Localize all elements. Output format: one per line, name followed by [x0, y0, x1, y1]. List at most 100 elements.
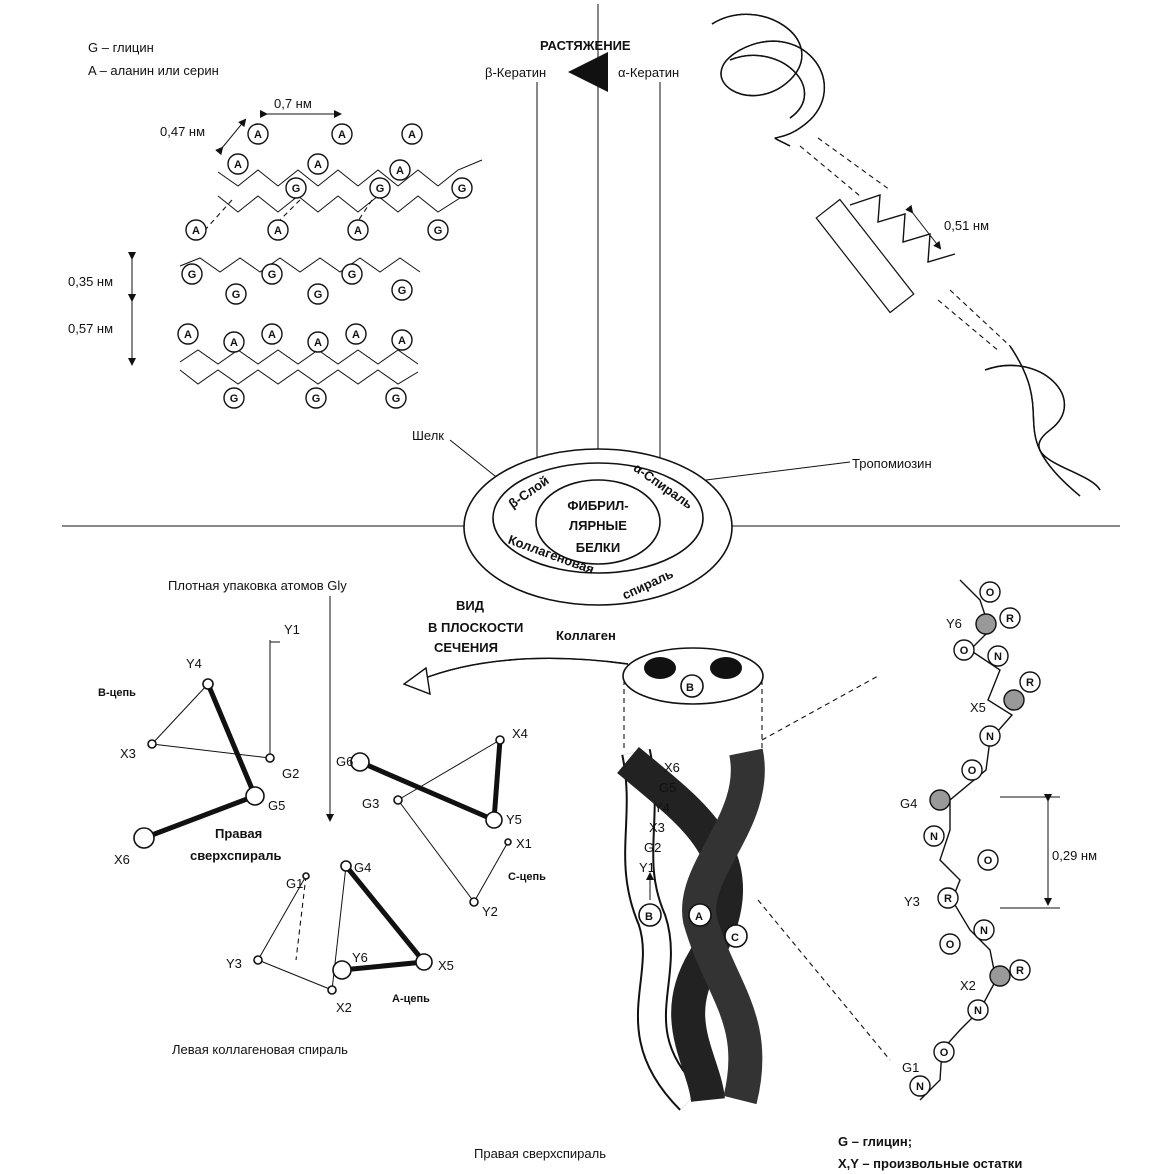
node-y1-label: Y1	[284, 622, 300, 637]
chain-atom-text: R	[1006, 613, 1014, 625]
section-line3: СЕЧЕНИЯ	[434, 640, 498, 655]
silk-residue-g-text: G	[458, 183, 467, 195]
silk-residue-a-text: A	[338, 129, 346, 141]
chain-atom	[1019, 671, 1041, 693]
node-y4-label: Y4	[186, 656, 202, 671]
node-x2-label: X2	[336, 1000, 352, 1015]
packing-label: Плотная упаковка атомов Gly	[168, 578, 347, 593]
silk-residue-g-text: G	[292, 183, 301, 195]
silk-residue-g-text: G	[348, 269, 357, 281]
dim-035-label: 0,35 нм	[68, 274, 113, 289]
silk-residue-a	[391, 329, 413, 351]
silk-residue-a	[177, 323, 199, 345]
section-line2: В ПЛОСКОСТИ	[428, 620, 523, 635]
node-x5-label: X5	[438, 958, 454, 973]
chain-atom-text: R	[1026, 677, 1034, 689]
node-g2	[265, 753, 275, 763]
silk-residue-g-text: G	[268, 269, 277, 281]
silk-residue-g	[225, 283, 247, 305]
silk-residue-g	[391, 279, 413, 301]
silk-residue-g-text: G	[392, 393, 401, 405]
dim-051-label: 0,51 нм	[944, 218, 989, 233]
chain-atom	[967, 999, 989, 1021]
silk-residue-a	[389, 159, 411, 181]
node-x2	[327, 985, 337, 995]
chain-atom-text: O	[968, 765, 977, 777]
silk-residue-g-text: G	[188, 269, 197, 281]
chain-atom	[923, 825, 945, 847]
chain-atom-text: N	[916, 1081, 924, 1093]
silk-residue-a	[307, 153, 329, 175]
chain-atom	[979, 725, 1001, 747]
chain-y3-label: Y3	[904, 894, 920, 909]
silk-residue-a	[345, 323, 367, 345]
silk-residue-a	[261, 323, 283, 345]
chain-g1-label: G1	[902, 1060, 919, 1075]
chain-atom	[933, 1041, 955, 1063]
inner-ellipse	[535, 479, 661, 565]
chain-atom	[989, 965, 1011, 987]
silk-residue-a-text: A	[396, 165, 404, 177]
node-x6-label: X6	[114, 852, 130, 867]
node-y4	[202, 678, 214, 690]
bottom-superhelix-label: Правая сверхспираль	[474, 1146, 606, 1161]
right-superhelix-label-1: Правая	[215, 826, 262, 841]
helix-residue-g2: G2	[644, 840, 661, 855]
silk-residue-a	[247, 123, 269, 145]
silk-residue-a-text: A	[230, 337, 238, 349]
legend-g-text: G – глицин	[88, 40, 154, 55]
helix-residue-g5: G5	[659, 780, 676, 795]
chain-atom	[937, 887, 959, 909]
collagen-label: Коллаген	[556, 628, 616, 643]
chain-atom	[939, 933, 961, 955]
chain-atom	[999, 607, 1021, 629]
node-y6	[332, 960, 352, 980]
silk-label: Шелк	[412, 428, 444, 443]
right-superhelix-label-2: сверхспираль	[190, 848, 281, 863]
silk-residue-a	[401, 123, 423, 145]
silk-residue-g	[369, 177, 391, 199]
node-g3	[393, 795, 403, 805]
chain-atom-text: N	[930, 831, 938, 843]
alpha-keratin-label: α-Кератин	[618, 65, 679, 80]
helix-strand-b: B	[645, 911, 653, 923]
chain-atom	[1009, 959, 1031, 981]
chain-atom	[909, 1075, 931, 1097]
node-y2-label: Y2	[482, 904, 498, 919]
section-line1: ВИД	[456, 598, 485, 613]
c-chain-label: С-цепь	[508, 871, 546, 883]
silk-residue-g-text: G	[376, 183, 385, 195]
tropomyosin-structure: 0,51 нм Тропомиозин	[705, 13, 1101, 497]
chain-atom	[953, 639, 975, 661]
node-g4	[340, 860, 352, 872]
node-y3	[253, 955, 263, 965]
silk-residue-g-text: G	[398, 285, 407, 297]
silk-residue-g	[307, 283, 329, 305]
dim-029-label: 0,29 нм	[1052, 848, 1097, 863]
silk-residue-a-text: A	[192, 225, 200, 237]
silk-residue-g-text: G	[314, 289, 323, 301]
chain-x2-label: X2	[960, 978, 976, 993]
chain-legend-1: G – глицин;	[838, 1134, 912, 1149]
chain-atom-text: N	[980, 925, 988, 937]
chain-atom	[977, 849, 999, 871]
silk-residue-a	[227, 153, 249, 175]
node-x3	[147, 739, 157, 749]
helix-strand-c: C	[731, 932, 739, 944]
core-line3: БЕЛКИ	[576, 540, 620, 555]
node-x4	[495, 735, 505, 745]
silk-residue-g-text: G	[232, 289, 241, 301]
node-x1	[504, 838, 512, 846]
chain-atom	[929, 789, 951, 811]
chain-y6-label: Y6	[946, 616, 962, 631]
silk-residue-a-text: A	[352, 329, 360, 341]
chain-atom-text: R	[1016, 965, 1024, 977]
silk-residue-g-text: G	[434, 225, 443, 237]
silk-residue-g	[451, 177, 473, 199]
stretch-label: РАСТЯЖЕНИЕ	[540, 38, 631, 53]
node-x6	[133, 827, 155, 849]
beta-keratin-label: β-Кератин	[485, 65, 546, 80]
